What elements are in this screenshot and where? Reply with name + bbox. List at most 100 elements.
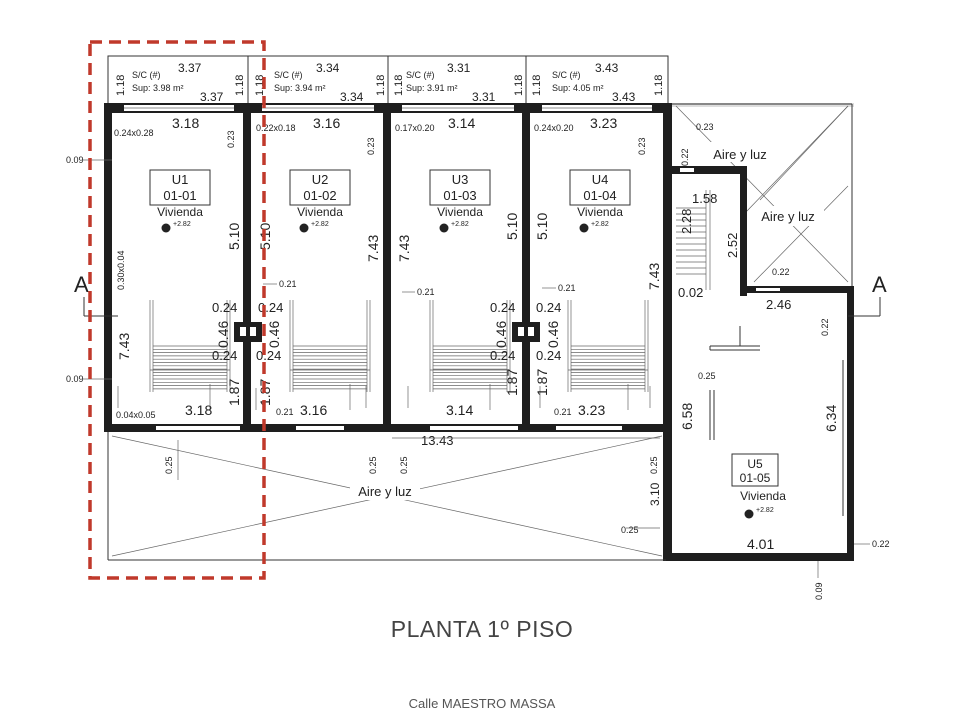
dim-small: 0.25 xyxy=(698,371,716,381)
unit-tag xyxy=(429,169,491,206)
balcony-width-top: 3.31 xyxy=(447,61,471,75)
dim-u5-right: 6.34 xyxy=(823,405,839,432)
dim-small: 0.23 xyxy=(696,122,714,132)
street-label: Calle MAESTRO MASSA xyxy=(408,696,556,711)
unit-number: 01-04 xyxy=(583,188,616,203)
unit-tag xyxy=(569,169,631,206)
unit-width: 4.01 xyxy=(747,536,774,552)
balcony-1: S/C (#) Sup: 3.98 m² 3.37 3.37 1.18 1.18 xyxy=(115,61,246,104)
patio-lower: Aire y luz xyxy=(107,432,666,561)
balcony-sup: Sup: 4.05 m² xyxy=(552,83,604,93)
dim-small: 0.25 xyxy=(621,525,639,535)
balcony-4: S/C (#) Sup: 4.05 m² 3.43 3.43 1.18 1.18 xyxy=(531,61,665,104)
dim-small: 0.09 xyxy=(66,374,84,384)
dim-stair-len: 2.52 xyxy=(725,233,740,258)
dim-core-width: 2.46 xyxy=(766,297,791,312)
unit-number: 01-01 xyxy=(163,188,196,203)
page-title: PLANTA 1º PISO xyxy=(390,616,574,642)
column-block xyxy=(512,322,540,342)
unit-code: U1 xyxy=(172,172,189,187)
section-marker-right: A xyxy=(848,272,887,317)
balcony-3: S/C (#) Sup: 3.91 m² 3.31 3.31 1.18 1.18 xyxy=(393,61,525,104)
dim-u5-depth: 6.58 xyxy=(679,403,695,430)
dim-stair-width: 1.58 xyxy=(692,191,717,206)
unit-type: Vivienda xyxy=(157,205,203,219)
balcony-width-top: 3.37 xyxy=(178,61,202,75)
party-wall-2 xyxy=(383,103,391,432)
unit-u2: U2 01-02 Vivienda +2.82 3.16 3.16 0.22x0… xyxy=(256,115,351,418)
dim-small: 0.24 xyxy=(212,300,237,315)
balcony-area-label: S/C (#) xyxy=(132,70,161,80)
unit-u1: U1 01-01 Vivienda +2.82 3.18 3.18 0.24x0… xyxy=(114,115,212,418)
dim-unit-depth: 7.43 xyxy=(396,235,412,262)
dim-small: 0.24 xyxy=(490,300,515,315)
unit-width: 3.14 xyxy=(446,402,473,418)
level-marker-icon xyxy=(161,223,171,233)
balcony-width-bottom: 3.31 xyxy=(472,90,496,104)
unit-u5: U5 01-05 Vivienda +2.82 4.01 xyxy=(731,453,786,552)
u5-bottom-wall xyxy=(666,553,854,561)
column-size: 0.17x0.20 xyxy=(395,123,435,133)
dim-small: 0.25 xyxy=(164,456,174,474)
stair-right-wall xyxy=(740,166,747,296)
dim-small: 0.25 xyxy=(399,456,409,474)
balcony-width-bottom: 3.34 xyxy=(340,90,364,104)
unit-code: U3 xyxy=(452,172,469,187)
unit-tag xyxy=(149,169,211,206)
unit-type: Vivienda xyxy=(740,489,786,503)
dim-small: 0.23 xyxy=(366,137,376,155)
unit-u4: U4 01-04 Vivienda +2.82 3.23 3.23 0.24x0… xyxy=(534,115,631,418)
section-letter: A xyxy=(74,272,89,297)
balcony-sup: Sup: 3.91 m² xyxy=(406,83,458,93)
balcony-width-top: 3.43 xyxy=(595,61,619,75)
dim-small: 0.22 xyxy=(772,267,790,277)
dim-small: 0.22 xyxy=(820,318,830,336)
dim-small: 0.23 xyxy=(637,137,647,155)
core-bottom-wall xyxy=(740,286,854,293)
dim-unit-depth: 7.43 xyxy=(116,333,132,360)
unit-tag xyxy=(289,169,351,206)
balcony-depth: 1.18 xyxy=(234,75,246,96)
unit-u3: U3 01-03 Vivienda +2.82 3.14 3.14 0.17x0… xyxy=(395,115,491,418)
column-bottom: 0.04x0.05 xyxy=(116,410,156,420)
level-marker-icon xyxy=(299,223,309,233)
unit-width: 3.18 xyxy=(172,115,199,131)
dim-small: 0.25 xyxy=(368,456,378,474)
section-letter: A xyxy=(872,272,887,297)
unit-width: 3.16 xyxy=(300,402,327,418)
unit-level: +2.82 xyxy=(173,221,191,228)
dim-small: 0.21 xyxy=(279,279,297,289)
balcony-depth: 1.18 xyxy=(513,75,525,96)
dim-small: 0.24 xyxy=(256,348,281,363)
balcony-2: S/C (#) Sup: 3.94 m² 3.34 3.34 1.18 1.18 xyxy=(254,61,387,104)
unit-type: Vivienda xyxy=(297,205,343,219)
dim-small: 0.24 xyxy=(536,348,561,363)
dim-upper-depth: 5.10 xyxy=(534,213,550,240)
unit-code: U2 xyxy=(312,172,329,187)
dim-total-width: 13.43 xyxy=(421,433,454,448)
balcony-area-label: S/C (#) xyxy=(274,70,303,80)
unit-dimensions: 5.10 5.10 5.10 5.10 7.43 7.43 7.43 7.43 … xyxy=(66,130,662,535)
dim-lower-depth: 1.87 xyxy=(534,369,550,396)
column-size: 0.22x0.18 xyxy=(256,123,296,133)
balcony-width-bottom: 3.43 xyxy=(612,90,636,104)
party-wall-1 xyxy=(243,103,251,432)
dim-lower-depth: 1.87 xyxy=(226,379,242,406)
dim-small: 0.25 xyxy=(649,456,659,474)
core-stair xyxy=(676,190,711,290)
unit-number: 01-05 xyxy=(740,471,771,485)
balcony-depth: 1.18 xyxy=(375,75,387,96)
air-light-label: Aire y luz xyxy=(713,147,766,162)
dim-lines xyxy=(82,159,660,529)
unit-level: +2.82 xyxy=(451,221,469,228)
unit-width: 3.23 xyxy=(578,402,605,418)
dim-small: 0.21 xyxy=(417,287,435,297)
dim-patio-depth: 3.10 xyxy=(648,482,662,506)
balcony-area-label: S/C (#) xyxy=(552,70,581,80)
dim-small: 0.21 xyxy=(276,407,294,417)
dim-small: 0.02 xyxy=(678,285,703,300)
dim-small: 0.22 xyxy=(872,539,890,549)
column-block xyxy=(234,322,262,342)
dim-small: 0.24 xyxy=(536,300,561,315)
dim-small: 0.22 xyxy=(680,148,690,166)
